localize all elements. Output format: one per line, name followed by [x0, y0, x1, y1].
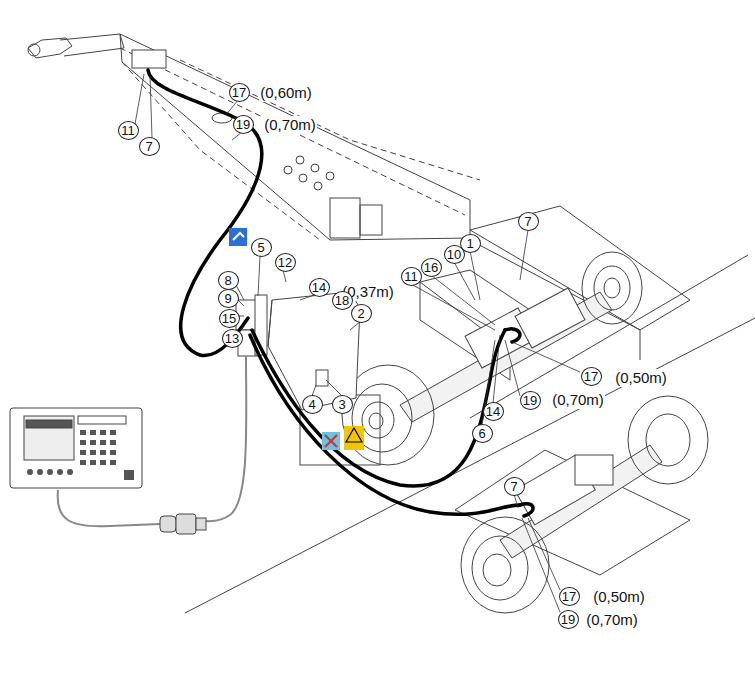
dimension-label: (0,60m) — [259, 84, 313, 102]
callout-number: 13 — [222, 329, 243, 348]
callout-number: 2 — [351, 304, 372, 323]
callout-number: 19 — [233, 115, 254, 134]
callout-number: 5 — [251, 238, 272, 257]
callout-number: 12 — [275, 253, 296, 272]
callout-number: 15 — [219, 309, 240, 328]
callout-number: 8 — [218, 271, 239, 290]
callout-number: 6 — [472, 424, 493, 443]
callout-number: 7 — [504, 477, 525, 496]
callout-number: 10 — [444, 245, 465, 264]
callout-number: 16 — [421, 258, 442, 277]
callout-number: 17 — [559, 587, 580, 606]
callout-number: 3 — [332, 395, 353, 414]
dimension-label: (0,70m) — [263, 116, 317, 134]
dimension-label: (0,70m) — [585, 611, 639, 629]
dimension-label: (0,50m) — [614, 369, 668, 387]
callout-number: 9 — [218, 289, 239, 308]
callout-number: 14 — [309, 278, 330, 297]
dimension-label: (0,70m) — [551, 391, 605, 409]
callout-number: 11 — [401, 267, 422, 286]
callout-number: 19 — [558, 610, 579, 629]
callout-number: 11 — [118, 121, 139, 140]
callout-number: 17 — [581, 367, 602, 386]
callout-number: 7 — [139, 137, 160, 156]
callout-number: 7 — [518, 212, 539, 231]
callout-number: 17 — [229, 83, 250, 102]
callout-number: 18 — [332, 291, 353, 310]
callout-number: 4 — [302, 395, 323, 414]
callout-number: 14 — [483, 402, 504, 421]
dimension-label: (0,50m) — [592, 588, 646, 606]
callout-number: 19 — [520, 391, 541, 410]
